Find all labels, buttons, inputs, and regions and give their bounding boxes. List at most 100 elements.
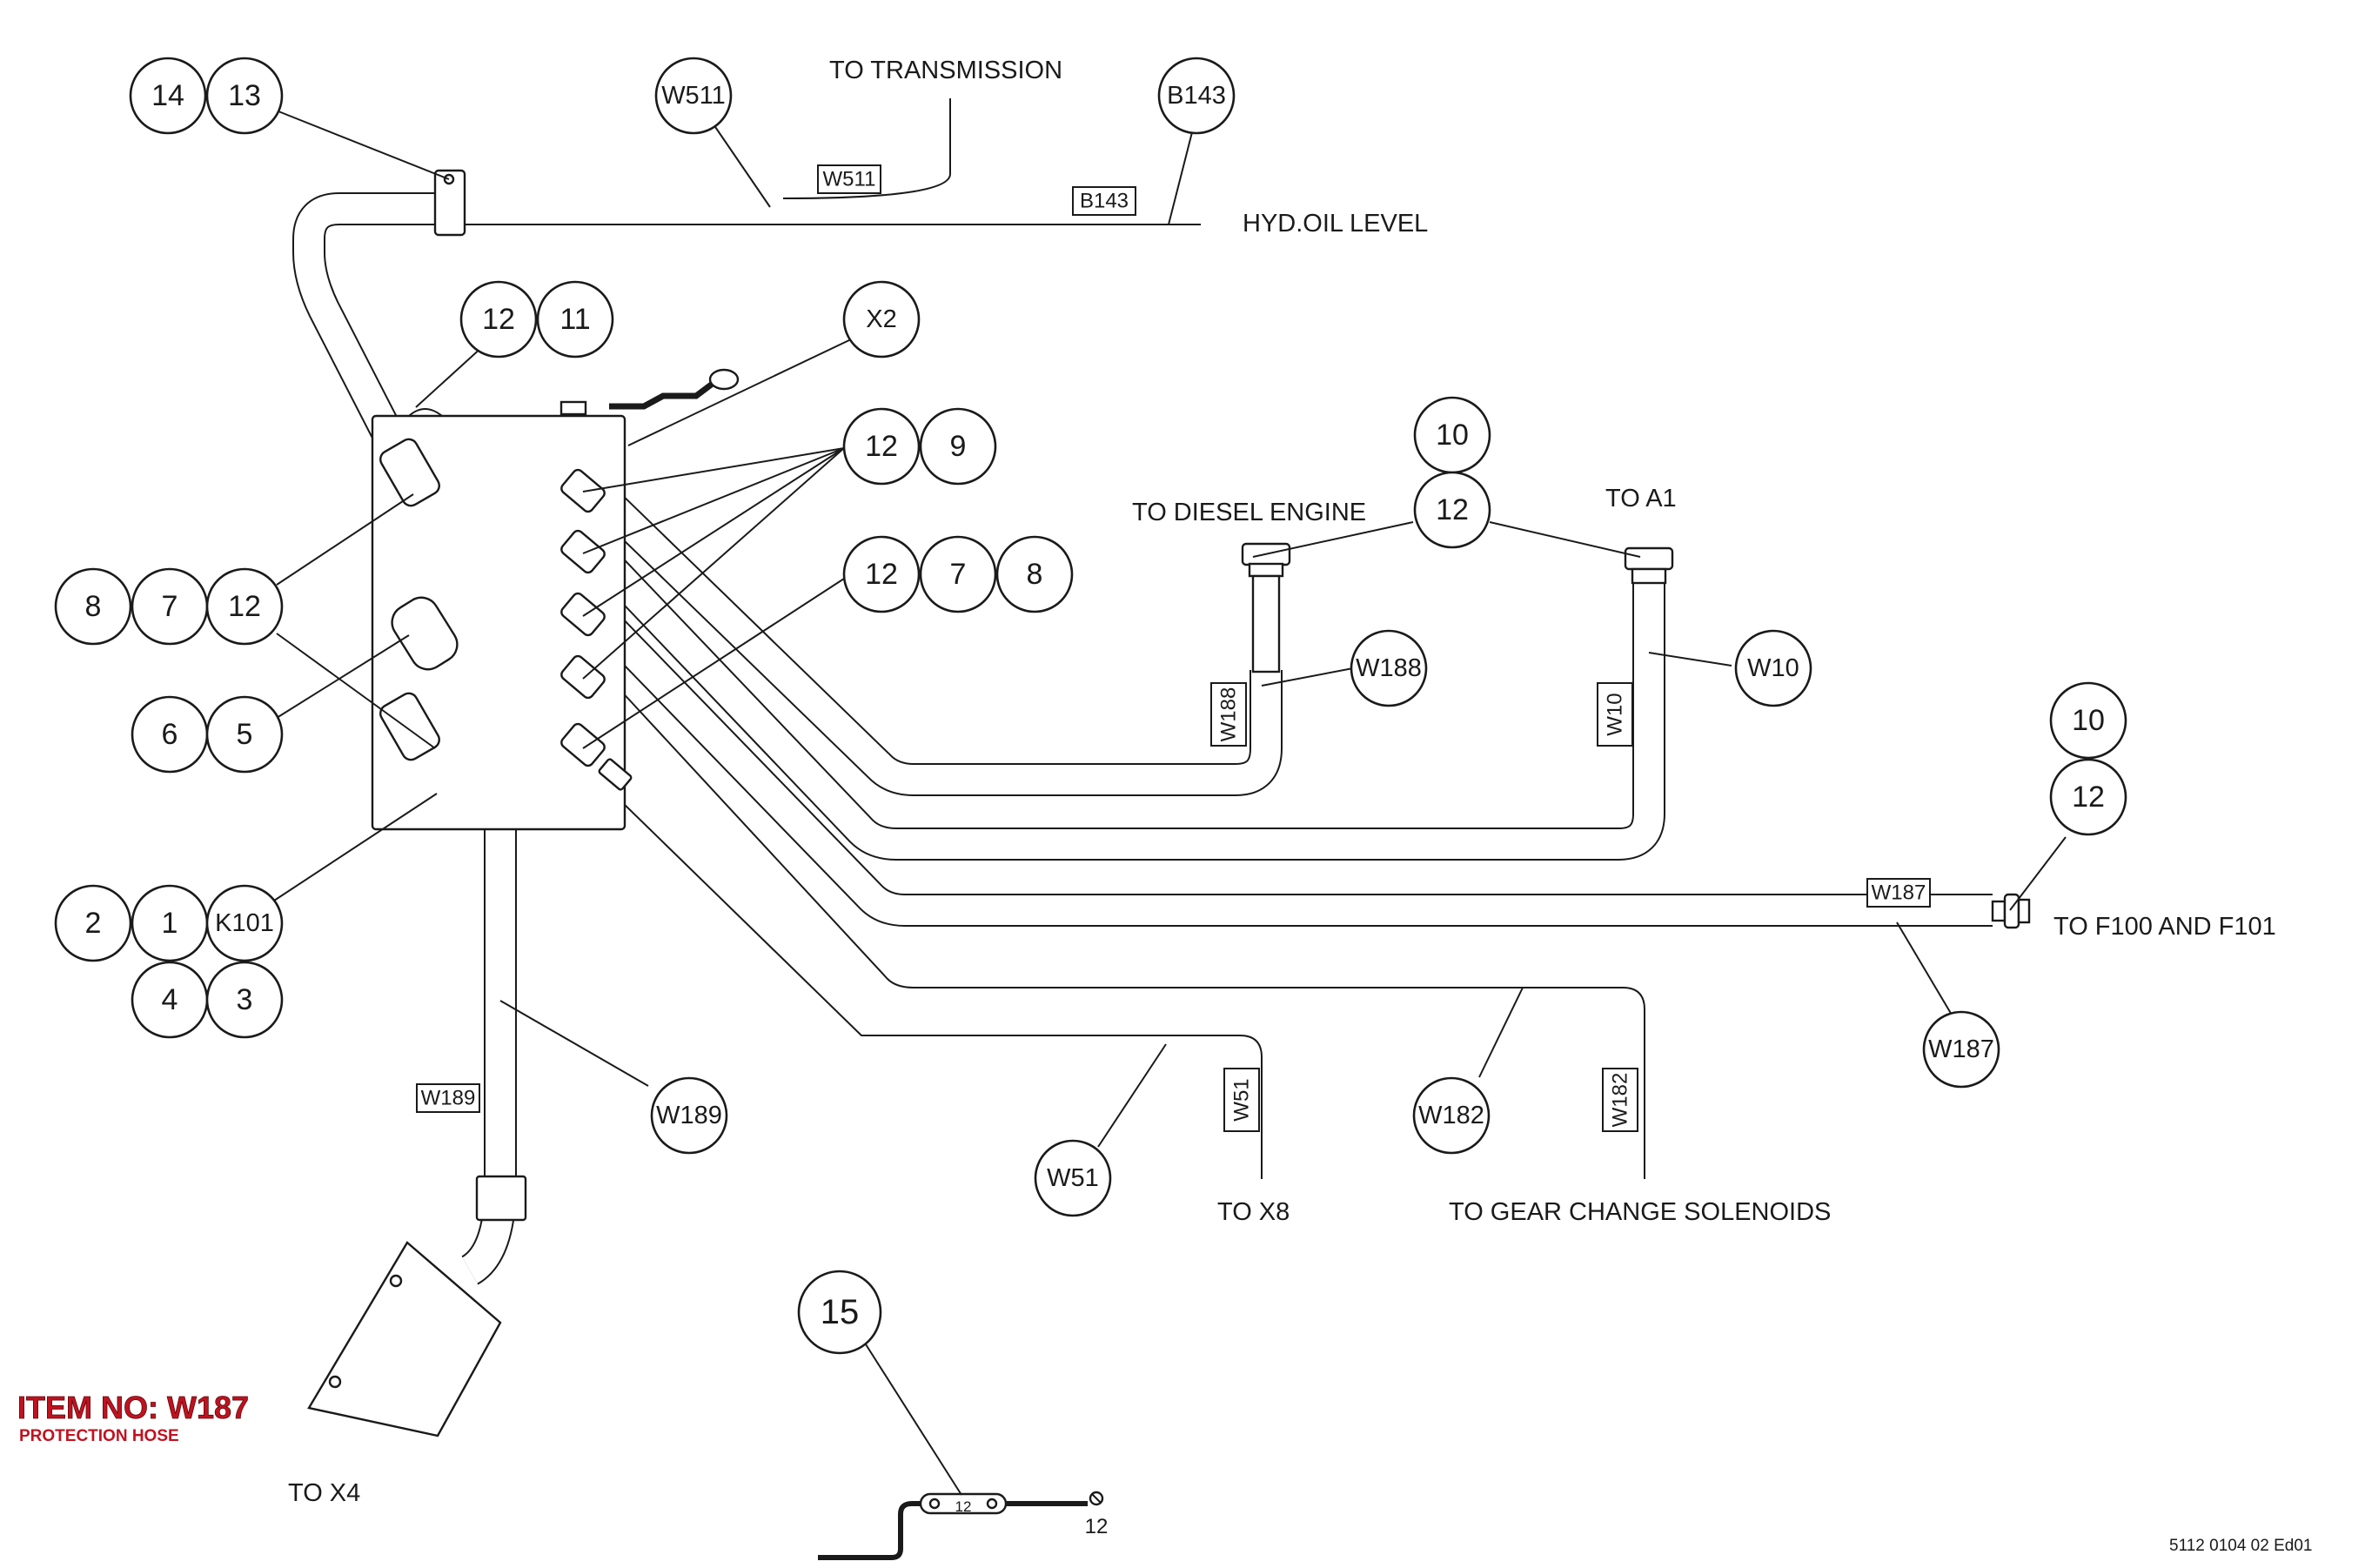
callout-12-a: 12	[459, 280, 538, 358]
callout-11: 11	[536, 280, 614, 358]
callout-7-a: 7	[919, 535, 997, 613]
callout-15: 15	[797, 1270, 882, 1355]
svg-text:W51: W51	[1230, 1078, 1254, 1121]
callout-8-b: 8	[54, 567, 132, 646]
svg-text:W182: W182	[1418, 1102, 1484, 1129]
callout-w10: W10	[1734, 629, 1812, 707]
item-number: ITEM NO: W187	[17, 1390, 249, 1425]
svg-text:7: 7	[950, 558, 967, 591]
callout-8-a: 8	[995, 535, 1074, 613]
svg-text:2: 2	[85, 907, 102, 940]
connector-x4	[307, 1241, 502, 1437]
callout-9: 9	[919, 407, 997, 486]
wire-tags: W511 B143 W188 W10 W187 W189 W51 W182	[416, 164, 1931, 1132]
svg-text:8: 8	[85, 590, 102, 623]
document-number: 5112 0104 02 Ed01	[2169, 1537, 2312, 1555]
tag-w51: W51	[1223, 1068, 1260, 1132]
svg-text:13: 13	[228, 79, 261, 112]
svg-text:10: 10	[1436, 419, 1469, 452]
svg-text:X2: X2	[866, 305, 896, 333]
leader-lines	[273, 111, 2067, 1496]
callout-12-b: 12	[842, 407, 921, 486]
callout-12-d: 12	[1413, 471, 1491, 549]
hose-clip	[433, 169, 466, 237]
svg-text:8: 8	[1027, 558, 1043, 591]
svg-text:4: 4	[162, 983, 178, 1016]
svg-text:K101: K101	[215, 909, 274, 937]
label-hyd-oil-level: HYD.OIL LEVEL	[1243, 210, 1428, 238]
svg-text:W182: W182	[1609, 1073, 1632, 1128]
svg-text:11: 11	[559, 303, 590, 336]
svg-text:W51: W51	[1047, 1164, 1099, 1192]
callout-14: 14	[129, 57, 207, 135]
destination-labels: TO TRANSMISSION HYD.OIL LEVEL TO DIESEL …	[288, 57, 2276, 1507]
tag-w182: W182	[1602, 1068, 1638, 1132]
svg-text:3: 3	[237, 983, 253, 1016]
callout-2: 2	[54, 884, 132, 962]
svg-text:12: 12	[228, 590, 261, 623]
svg-text:B143: B143	[1167, 82, 1226, 110]
svg-text:12: 12	[482, 303, 515, 336]
svg-text:B143: B143	[1080, 190, 1129, 213]
svg-text:10: 10	[2072, 704, 2105, 737]
svg-text:W188: W188	[1217, 687, 1241, 742]
clip-inner-label: 12	[955, 1498, 972, 1515]
callout-10-a: 10	[1413, 396, 1491, 474]
svg-text:1: 1	[162, 907, 178, 940]
svg-text:W511: W511	[823, 168, 876, 191]
callout-7-b: 7	[131, 567, 209, 646]
tag-b143: B143	[1072, 186, 1136, 216]
svg-text:W10: W10	[1747, 654, 1799, 682]
parts: 12 12	[307, 169, 2031, 1560]
svg-text:7: 7	[162, 590, 178, 623]
clip-callout: 12	[1085, 1515, 1109, 1538]
tag-w189: W189	[416, 1083, 480, 1113]
thin-wires	[452, 98, 1645, 1179]
callout-13: 13	[205, 57, 284, 135]
svg-text:W187: W187	[1928, 1035, 1994, 1063]
svg-text:12: 12	[1436, 493, 1469, 526]
callout-w511: W511	[654, 57, 733, 135]
label-to-transmission: TO TRANSMISSION	[829, 57, 1062, 84]
callout-12-c: 12	[842, 535, 921, 613]
callout-x2: X2	[842, 280, 921, 358]
svg-text:W189: W189	[656, 1102, 722, 1129]
svg-text:W10: W10	[1604, 693, 1627, 735]
svg-text:W187: W187	[1872, 881, 1926, 905]
svg-text:12: 12	[2072, 781, 2105, 814]
label-to-f100-f101: TO F100 AND F101	[2053, 913, 2276, 941]
callout-w51: W51	[1034, 1139, 1112, 1217]
callout-12-f: 12	[2049, 758, 2127, 836]
svg-text:12: 12	[865, 430, 898, 463]
item-title-block: ITEM NO: W187 PROTECTION HOSE	[17, 1390, 250, 1445]
tag-w511: W511	[817, 164, 881, 194]
callout-12-e: 12	[205, 567, 284, 646]
callout-w189: W189	[650, 1076, 728, 1155]
svg-text:W189: W189	[421, 1087, 476, 1110]
item-description: PROTECTION HOSE	[19, 1427, 179, 1445]
callout-w182: W182	[1412, 1076, 1491, 1155]
label-to-x8: TO X8	[1217, 1198, 1290, 1226]
callout-w187: W187	[1922, 1010, 2000, 1089]
junction-box-k101	[371, 414, 626, 831]
callout-b143: B143	[1157, 57, 1236, 135]
svg-text:15: 15	[821, 1293, 860, 1331]
tag-w187: W187	[1866, 878, 1931, 908]
callout-4: 4	[131, 961, 209, 1039]
tag-w188: W188	[1210, 682, 1247, 747]
tag-w10: W10	[1597, 682, 1633, 747]
label-to-a1: TO A1	[1605, 485, 1677, 513]
callout-1: 1	[131, 884, 209, 962]
callout-w188: W188	[1350, 629, 1428, 707]
svg-text:5: 5	[237, 718, 253, 751]
svg-text:6: 6	[162, 718, 178, 751]
callout-6: 6	[131, 695, 209, 774]
cable-glands	[560, 468, 633, 791]
callout-10-b: 10	[2049, 681, 2127, 760]
callout-5: 5	[205, 695, 284, 774]
label-to-diesel-engine: TO DIESEL ENGINE	[1132, 499, 1366, 526]
label-to-gear-change-solenoids: TO GEAR CHANGE SOLENOIDS	[1449, 1198, 1831, 1226]
svg-text:W188: W188	[1356, 654, 1422, 682]
callout-3: 3	[205, 961, 284, 1039]
